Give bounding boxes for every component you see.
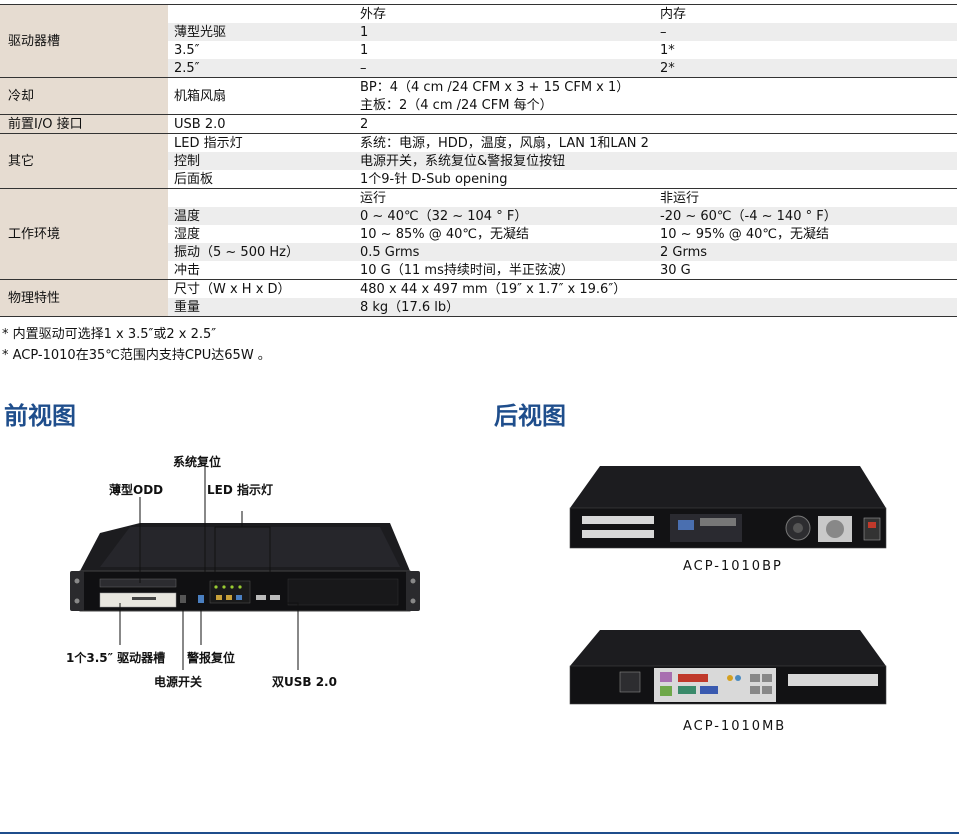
cell: – [354,59,654,78]
front-view-title: 前视图 [4,402,76,430]
spec-table: 驱动器槽 外存 内存 薄型光驱 1 – 3.5″ 1 1* 2.5″ – 2* … [0,4,957,317]
label-system-reset: 系统复位 [173,455,222,469]
caption-mb: ACP-1010MB [683,719,787,734]
label-drive-bay: 1个3.5″ 驱动器槽 [66,651,166,665]
category-bays: 驱动器槽 [0,4,168,78]
cell: 10 ~ 95% @ 40℃，无凝结 [660,226,830,242]
row-label: 重量 [168,298,354,317]
category-physical: 物理特性 [0,279,168,317]
row-label: 冲击 [174,262,201,278]
cell: 0 ~ 40℃（32 ~ 104 ° F） [354,207,654,225]
cell: 主板：2（4 cm /24 CFM 每个） [360,97,553,113]
front-chassis-image [70,465,420,670]
label-slim-odd: 薄型ODD [109,483,164,497]
cell: 8 kg（17.6 lb） [354,298,957,317]
cell: 2 [354,114,957,134]
row-label: 温度 [168,207,354,225]
row-label: 控制 [168,152,354,170]
row-label: 机箱风扇 [168,77,354,115]
col-header: 运行 [354,188,654,207]
col-header: 外存 [354,4,654,23]
row-label: 后面板 [174,171,214,187]
cell: 2 Grms [654,243,957,261]
col-header: 内存 [654,4,957,23]
cell: BP：4（4 cm /24 CFM x 3 + 15 CFM x 1） [354,77,957,96]
category-environment: 工作环境 [0,188,168,280]
cell: 480 x 44 x 497 mm（19″ x 1.7″ x 19.6″） [354,279,957,298]
rear-view-title: 后视图 [494,402,566,430]
category-cooling: 冷却 [0,77,168,115]
rear-chassis-mb-image [569,630,887,705]
label-alarm-reset: 警报复位 [187,651,236,665]
caption-bp: ACP-1010BP [683,559,783,574]
cell: 0.5 Grms [354,243,654,261]
footer-rule [0,832,959,834]
category-front-io: 前置I/O 接口 [0,114,168,134]
footnotes: * 内置驱动可选择1 x 3.5″或2 x 2.5″ * ACP-1010在35… [2,324,271,366]
row-label: 薄型光驱 [168,23,354,41]
label-led: LED 指示灯 [207,483,273,497]
col-header: 非运行 [654,188,957,207]
cell: 系统：电源，HDD，温度，风扇，LAN 1和LAN 2 [354,133,957,152]
row-label: 3.5″ [174,42,200,58]
category-other: 其它 [0,133,168,189]
note-2: * ACP-1010在35℃范围内支持CPU达65W 。 [2,348,271,363]
row-label: 湿度 [174,226,201,242]
rear-chassis-bp-image [569,466,887,549]
label-dual-usb: 双USB 2.0 [272,675,337,689]
cell: 1 [360,42,369,58]
cell: 1 [354,23,654,41]
cell: 2* [654,59,957,78]
cell: 10 ~ 85% @ 40℃，无凝结 [360,226,530,242]
cell: 1个9-针 D-Sub opening [360,171,508,187]
cell: -20 ~ 60℃（-4 ~ 140 ° F） [654,207,957,225]
note-1: * 内置驱动可选择1 x 3.5″或2 x 2.5″ [2,327,217,342]
row-label: USB 2.0 [168,114,354,134]
row-label: LED 指示灯 [168,133,354,152]
cell: 10 G（11 ms持续时间，半正弦波） [360,262,574,278]
cell: 1* [660,42,675,58]
row-label: 振动（5 ~ 500 Hz） [168,243,354,261]
cell: 30 G [660,262,691,278]
cell: 电源开关，系统复位&警报复位按钮 [354,152,957,170]
cell: – [654,23,957,41]
row-label: 尺寸（W x H x D） [168,279,354,298]
row-label: 2.5″ [168,59,354,78]
label-power-switch: 电源开关 [154,675,203,689]
